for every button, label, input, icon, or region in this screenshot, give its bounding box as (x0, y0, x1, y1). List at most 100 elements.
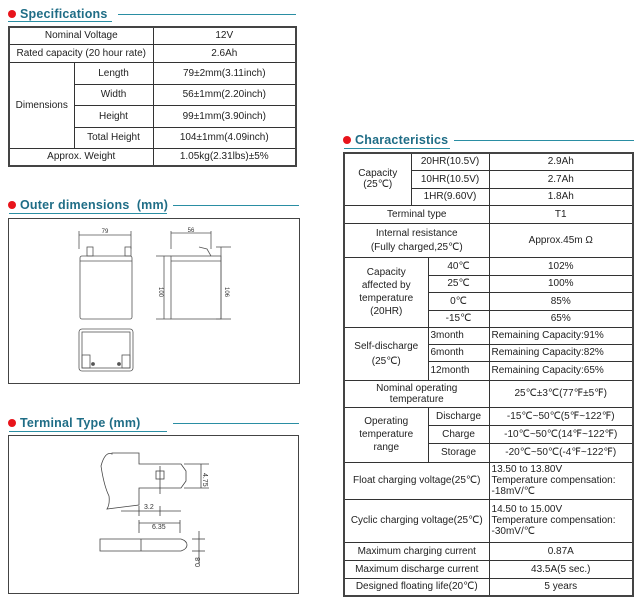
label-line: temperature (389, 393, 444, 405)
spec-value: 1.05kg(2.31lbs)±5% (152, 147, 297, 167)
label-line: affected by (361, 280, 411, 291)
divider (118, 14, 296, 15)
value-cell: 2.9Ah (488, 152, 634, 171)
value-line: -30mV/℃ (491, 526, 535, 537)
label-cell: Operating temperature range (343, 406, 429, 463)
divider (9, 213, 167, 214)
label-line: Operating (364, 416, 409, 427)
divider (8, 21, 112, 22)
bullet-icon (8, 201, 16, 209)
tab-height-label: 4.75 (201, 473, 208, 487)
label-cell: Maximum discharge current (343, 559, 490, 579)
divider (9, 431, 167, 432)
spec-value: 12V (152, 26, 297, 45)
value-cell: 100% (488, 274, 634, 293)
spec-value: 56±1mm(2.20inch) (152, 83, 297, 106)
spec-label: Length (73, 61, 154, 85)
total-height-label: 106 (223, 287, 229, 298)
value-cell: 102% (488, 256, 634, 276)
bullet-icon (343, 136, 351, 144)
label-cell: Internal resistance (Fully charged,25℃) (343, 222, 490, 258)
mode-cell: Charge (427, 424, 490, 444)
divider (173, 205, 299, 206)
label-cell: Designed floating life(20℃) (343, 577, 490, 597)
value-cell: Remaining Capacity:82% (488, 343, 634, 362)
mode-cell: Discharge (427, 406, 490, 426)
value-cell: 0.87A (488, 541, 634, 561)
terminal-tab-drawing: 4.75 3.2 6.35 0.8 (99, 452, 209, 567)
terminal-drawing: 4.75 3.2 6.35 0.8 (8, 435, 299, 594)
bullet-icon (8, 10, 16, 18)
period-cell: 12month (427, 360, 490, 381)
label-line: (Fully charged,25℃) (370, 241, 463, 253)
value-cell: Remaining Capacity:91% (488, 326, 634, 345)
value-cell: 25℃±3℃(77℉±5℉) (488, 379, 634, 408)
value-cell: -15℃~50℃(5℉~122℉) (488, 406, 634, 426)
label-line: temperature (359, 429, 414, 440)
temp-cell: 40℃ (427, 256, 490, 276)
battery-drawing: 79 56 100 106 (78, 228, 231, 372)
temp-cell: -15℃ (427, 309, 490, 328)
divider (173, 423, 299, 424)
value-cell: -20℃~50℃(-4℉~122℉) (488, 442, 634, 463)
outer-dimensions-heading: Outer dimensions (mm) (8, 198, 168, 212)
label-cell: Maximum charging current (343, 541, 490, 561)
label-line: Self-discharge (354, 340, 419, 352)
value-cell: 43.5A(5 sec.) (488, 559, 634, 579)
spec-label: Total Height (73, 126, 154, 149)
characteristics-table: Capacity (25℃) 20HR(10.5V)2.9Ah 10HR(10.5… (343, 152, 634, 597)
heading-text: Characteristics (355, 133, 449, 147)
value-cell: 85% (488, 291, 634, 311)
temp-cell: 25℃ (427, 274, 490, 293)
spec-label: Approx. Weight (8, 147, 154, 167)
spec-label: Width (73, 83, 154, 106)
label-cell: Terminal type (343, 204, 490, 224)
label-line: temperature (359, 293, 414, 304)
mode-cell: Storage (427, 442, 490, 463)
label-cell: Self-discharge (25℃) (343, 326, 429, 381)
label-text: Capacity (25℃) (358, 168, 398, 191)
spec-value: 79±2mm(3.11inch) (152, 61, 297, 85)
value-cell: Remaining Capacity:65% (488, 360, 634, 381)
value-line: 14.50 to 15.00V (491, 504, 563, 515)
rate-cell: 1HR(9.60V) (410, 187, 490, 206)
rate-cell: 10HR(10.5V) (410, 169, 490, 189)
temp-cell: 0℃ (427, 291, 490, 311)
heading-text: Terminal Type (mm) (20, 416, 141, 430)
period-cell: 6month (427, 343, 490, 362)
value-line: Temperature compensation: (491, 515, 616, 526)
value-cell: 2.7Ah (488, 169, 634, 189)
value-cell: Approx.45m Ω (488, 222, 634, 258)
label-cell: Float charging voltage(25℃) (343, 461, 490, 500)
label-line: (25℃) (371, 355, 401, 367)
divider (454, 140, 634, 141)
spec-label: Height (73, 104, 154, 128)
length-label: 79 (102, 229, 109, 235)
value-cell: -10℃~50℃(14℉~122℉) (488, 424, 634, 444)
spec-value: 2.6Ah (152, 43, 297, 63)
label-line: Capacity (366, 267, 406, 278)
value-cell: 65% (488, 309, 634, 328)
spec-label: Dimensions (8, 61, 75, 149)
value-line: -18mV/℃ (491, 486, 535, 497)
value-cell: T1 (488, 204, 634, 224)
heading-text: Outer dimensions (mm) (20, 198, 169, 212)
rate-cell: 20HR(10.5V) (410, 152, 490, 171)
label-line: Nominal operating (376, 382, 458, 394)
label-line: (20HR) (370, 306, 403, 317)
label-cell: Capacity affected by temperature (20HR) (343, 256, 429, 328)
label-line: range (373, 442, 400, 453)
value-line: Temperature compensation: (491, 475, 616, 486)
specifications-heading: Specifications (8, 7, 108, 21)
hole-offset-label: 3.2 (144, 504, 154, 511)
period-cell: 3month (427, 326, 490, 345)
spec-value: 99±1mm(3.90inch) (152, 104, 297, 128)
heading-text: Specifications (20, 7, 108, 21)
label-line: Internal resistance (375, 227, 458, 239)
value-cell: 5 years (488, 577, 634, 597)
terminal-type-heading: Terminal Type (mm) (8, 416, 141, 430)
